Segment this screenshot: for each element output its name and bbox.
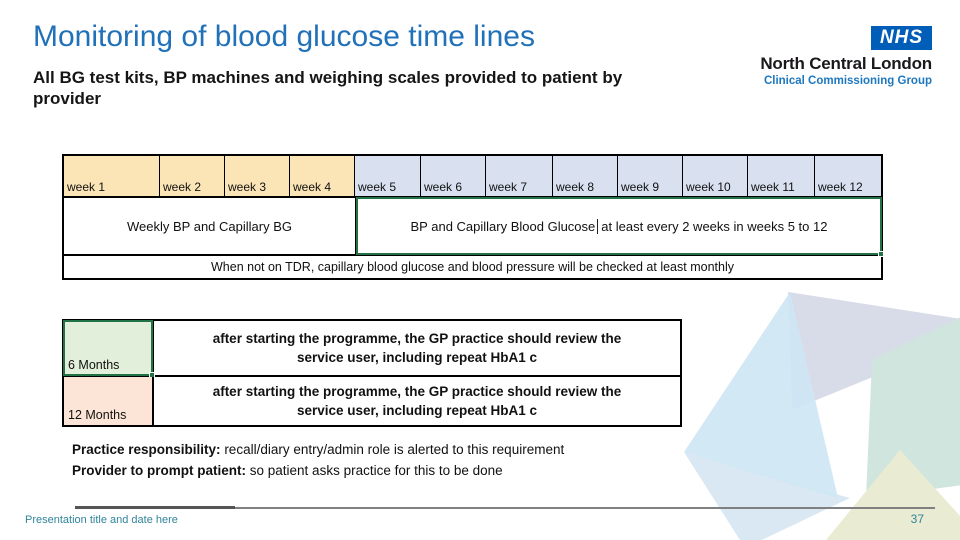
week-label: week 9 bbox=[621, 180, 660, 194]
week-label: week 5 bbox=[358, 180, 397, 194]
six-months-cell: 6 Months bbox=[63, 320, 155, 378]
week-label: week 1 bbox=[67, 180, 106, 194]
week-header-cell: week 4 bbox=[290, 156, 355, 196]
timeline-frequency-row: Weekly BP and Capillary BG BP and Capill… bbox=[64, 197, 884, 257]
provider-prompt-text: so patient asks practice for this to be … bbox=[246, 463, 503, 478]
logo-org-subtitle: Clinical Commissioning Group bbox=[763, 75, 932, 87]
week-label: week 6 bbox=[424, 180, 463, 194]
week-header-cell: week 9 bbox=[618, 156, 683, 196]
week-label: week 8 bbox=[556, 180, 595, 194]
footer-presentation-title: Presentation title and date here bbox=[25, 514, 178, 526]
slide-subtitle: All BG test kits, BP machines and weighi… bbox=[33, 68, 623, 108]
week-label: week 3 bbox=[228, 180, 267, 194]
slide-title: Monitoring of blood glucose time lines bbox=[33, 20, 535, 53]
weekly-bp-cell: Weekly BP and Capillary BG bbox=[64, 198, 357, 254]
text-cursor bbox=[597, 218, 599, 234]
provider-prompt-line: Provider to prompt patient: so patient a… bbox=[72, 460, 564, 481]
week-header-cell: week 12 bbox=[815, 156, 881, 196]
tdr-note-text: When not on TDR, capillary blood glucose… bbox=[211, 260, 734, 274]
practice-responsibility-line: Practice responsibility: recall/diary en… bbox=[72, 439, 564, 460]
nhs-logo-icon: NHS bbox=[871, 26, 932, 50]
twelve-months-cell: 12 Months bbox=[64, 377, 154, 425]
footer-divider-line bbox=[75, 507, 935, 509]
practice-responsibility-text: recall/diary entry/admin role is alerted… bbox=[220, 442, 565, 457]
responsibility-notes: Practice responsibility: recall/diary en… bbox=[72, 439, 564, 481]
biweekly-bp-cell: BP and Capillary Blood Glucose at least e… bbox=[356, 197, 884, 257]
practice-responsibility-lead: Practice responsibility: bbox=[72, 442, 221, 457]
timeline-header-row: week 1 week 2 week 3 week 4 week 5 week … bbox=[64, 156, 881, 198]
provider-prompt-lead: Provider to prompt patient: bbox=[72, 463, 247, 478]
twelve-months-label: 12 Months bbox=[68, 408, 127, 422]
page-number: 37 bbox=[910, 512, 924, 526]
week-header-cell: week 11 bbox=[748, 156, 815, 196]
week-label: week 10 bbox=[686, 180, 731, 194]
pinwheel-decoration bbox=[620, 230, 960, 540]
week-label: week 4 bbox=[293, 180, 332, 194]
review-table: 6 Months after starting the programme, t… bbox=[62, 319, 682, 427]
week-header-cell: week 10 bbox=[683, 156, 748, 196]
nhs-logo-block: NHS North Central London Clinical Commis… bbox=[722, 26, 932, 87]
tdr-note-row: When not on TDR, capillary blood glucose… bbox=[64, 256, 881, 278]
table-row: 6 Months after starting the programme, t… bbox=[63, 320, 680, 378]
week-label: week 7 bbox=[489, 180, 528, 194]
week-label: week 2 bbox=[163, 180, 202, 194]
week-label: week 12 bbox=[818, 180, 863, 194]
logo-org-name: North Central London bbox=[760, 54, 932, 73]
week-label: week 11 bbox=[751, 180, 795, 194]
week-header-cell: week 2 bbox=[160, 156, 225, 196]
week-header-cell: week 7 bbox=[486, 156, 553, 196]
footer-divider-line-dark bbox=[75, 506, 235, 509]
twelve-months-review-text: after starting the programme, the GP pra… bbox=[212, 384, 622, 418]
biweekly-text-part2: at least every 2 weeks in weeks 5 to 12 bbox=[601, 218, 828, 234]
week-header-cell: week 5 bbox=[355, 156, 421, 196]
six-months-review-text: after starting the programme, the GP pra… bbox=[212, 331, 622, 365]
six-months-label: 6 Months bbox=[68, 358, 120, 372]
week-header-cell: week 8 bbox=[553, 156, 618, 196]
table-row: 12 Months after starting the programme, … bbox=[64, 377, 680, 425]
week-header-cell: week 3 bbox=[225, 156, 290, 196]
week-header-cell: week 1 bbox=[64, 156, 160, 196]
timeline-table: week 1 week 2 week 3 week 4 week 5 week … bbox=[62, 154, 884, 280]
week-header-cell: week 6 bbox=[421, 156, 486, 196]
biweekly-text-part1: BP and Capillary Blood Glucose bbox=[410, 218, 596, 234]
